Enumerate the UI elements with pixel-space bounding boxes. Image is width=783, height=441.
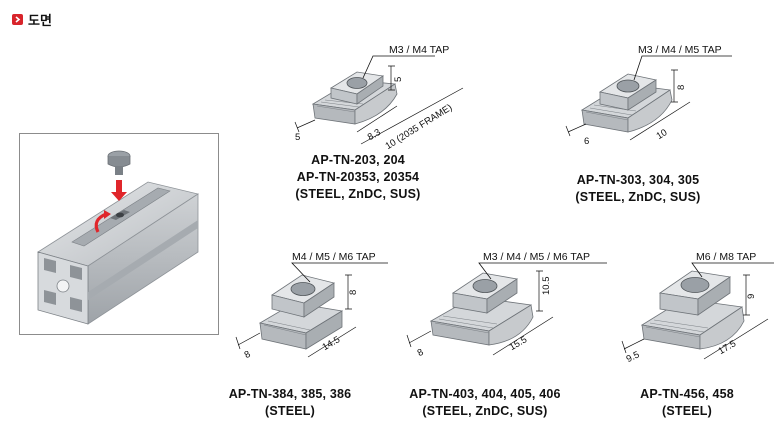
- dim-height: 8: [348, 290, 359, 295]
- tap-label: M3 / M4 / M5 TAP: [638, 44, 722, 56]
- model-line: AP-TN-403, 404, 405, 406: [409, 387, 561, 401]
- tap-label: M4 / M5 / M6 TAP: [292, 251, 376, 263]
- chevron-right-icon: [12, 13, 23, 25]
- dim-width: 8: [243, 349, 253, 361]
- model-line: AP-TN-20353, 20354: [296, 170, 420, 184]
- model-line: AP-TN-456, 458: [640, 387, 734, 401]
- dim-height: 8: [676, 85, 687, 90]
- dim-frame: 10 (2035 FRAME): [383, 102, 454, 152]
- material-label: (STEEL, ZnDC, SUS): [295, 187, 421, 201]
- model-line: AP-TN-384, 385, 386: [228, 387, 352, 401]
- tap-label: M3 / M4 TAP: [389, 44, 449, 56]
- dim-width: 6: [584, 136, 589, 147]
- dim-length: 8.3: [366, 127, 383, 143]
- tap-label: M3 / M4 / M5 / M6 TAP: [483, 251, 590, 263]
- dim-width: 9.5: [625, 349, 642, 365]
- nut-caption-3: AP-TN-384, 385, 386 (STEEL): [216, 386, 364, 420]
- dim-width: 5: [295, 132, 300, 143]
- material-label: (STEEL): [661, 404, 712, 418]
- model-line: AP-TN-203, 204: [311, 153, 405, 167]
- model-line: AP-TN-303, 304, 305: [576, 173, 700, 187]
- profile-illustration: [19, 133, 219, 335]
- dim-height: 9: [746, 294, 757, 299]
- tap-label: M6 / M8 TAP: [696, 251, 756, 263]
- material-label: (STEEL, ZnDC, SUS): [422, 404, 548, 418]
- section-header: 도면: [12, 10, 52, 28]
- t-nut-drawing-5: M6 / M8 TAP 9 9.5 17.5: [621, 251, 774, 365]
- dim-height: 10.5: [541, 277, 552, 296]
- material-label: (STEEL, ZnDC, SUS): [575, 190, 701, 204]
- dim-length: 10: [654, 127, 669, 142]
- t-nut-drawing-3: M4 / M5 / M6 TAP 8 8 14.5: [235, 251, 388, 361]
- nut-caption-5: AP-TN-456, 458 (STEEL): [626, 386, 748, 420]
- dim-height: 5: [393, 77, 404, 82]
- dim-width: 8: [416, 347, 426, 359]
- section-title: 도면: [28, 12, 52, 28]
- t-nut-drawing-2: M3 / M4 / M5 TAP 8 6 10: [565, 44, 732, 147]
- t-nut-drawing-1: M3 / M4 TAP 5 5 8.3 10 (2035 FRAME): [294, 44, 464, 152]
- material-label: (STEEL): [264, 404, 315, 418]
- nut-caption-2: AP-TN-303, 304, 305 (STEEL, ZnDC, SUS): [556, 172, 720, 206]
- nut-caption-4: AP-TN-403, 404, 405, 406 (STEEL, ZnDC, S…: [396, 386, 574, 420]
- t-nut-drawing-4: M3 / M4 / M5 / M6 TAP 10.5 8 15.5: [406, 251, 607, 359]
- nut-caption-1: AP-TN-203, 204 AP-TN-20353, 20354 (STEEL…: [276, 152, 440, 203]
